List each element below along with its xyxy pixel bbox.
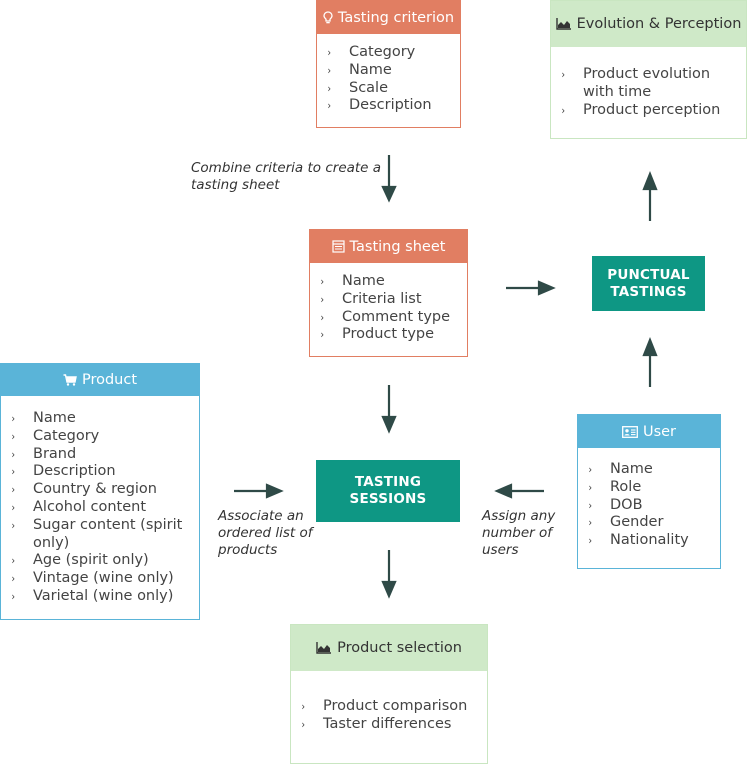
product-selection-header: Product selection	[291, 625, 487, 671]
user-header: User	[578, 415, 720, 448]
list-item: Name	[320, 273, 467, 291]
list-item: Product evolution with time	[561, 66, 738, 102]
evolution-perception-header: Evolution & Perception	[551, 1, 746, 47]
list-item: Taster differences	[301, 716, 487, 734]
user-list: Name Role DOB Gender Nationality	[578, 448, 720, 550]
tasting-sheet-list: Name Criteria list Comment type Product …	[310, 263, 467, 344]
list-item: Brand	[11, 446, 193, 464]
tasting-sheet-box: Tasting sheet Name Criteria list Comment…	[309, 229, 468, 357]
list-item: Vintage (wine only)	[11, 570, 193, 588]
tasting-criterion-header: Tasting criterion	[317, 1, 460, 34]
list-item: Name	[588, 461, 720, 479]
area-chart-icon	[316, 642, 332, 654]
tasting-sessions-node: TASTING SESSIONS	[316, 460, 460, 522]
product-title: Product	[81, 372, 138, 388]
list-item: Name	[327, 62, 460, 80]
tasting-criterion-box: Tasting criterion Category Name Scale De…	[316, 0, 461, 128]
evolution-perception-title: Evolution & Perception	[576, 16, 742, 32]
list-item: Product perception	[561, 102, 738, 120]
tasting-criterion-list: Category Name Scale Description	[317, 34, 460, 115]
user-box: User Name Role DOB Gender Nationality	[577, 414, 721, 569]
list-item: Sugar content (spirit only)	[11, 517, 193, 553]
list-item: DOB	[588, 497, 720, 515]
list-item: Nationality	[588, 532, 720, 550]
associate-products-note: Associate an ordered list of products	[218, 508, 313, 558]
list-item: Product type	[320, 326, 467, 344]
list-item: Category	[327, 44, 460, 62]
evolution-perception-list: Product evolution with time Product perc…	[551, 47, 746, 119]
sheet-icon	[331, 240, 345, 253]
punctual-tastings-node: PUNCTUAL TASTINGS	[592, 256, 705, 311]
list-item: Scale	[327, 80, 460, 98]
list-item: Age (spirit only)	[11, 552, 193, 570]
list-item: Role	[588, 479, 720, 497]
tasting-sheet-header: Tasting sheet	[310, 230, 467, 263]
product-header: Product	[1, 364, 199, 396]
evolution-perception-box: Evolution & Perception Product evolution…	[550, 0, 747, 139]
list-item: Description	[327, 97, 460, 115]
tasting-sheet-title: Tasting sheet	[349, 238, 446, 255]
id-card-icon	[622, 425, 638, 438]
list-item: Comment type	[320, 309, 467, 327]
list-item: Criteria list	[320, 291, 467, 309]
list-item: Name	[11, 410, 193, 428]
area-chart-icon	[555, 18, 572, 30]
list-item: Country & region	[11, 481, 193, 499]
list-item: Description	[11, 463, 193, 481]
list-item: Product comparison	[301, 698, 487, 716]
product-list: Name Category Brand Description Country …	[1, 396, 199, 606]
user-title: User	[642, 423, 677, 440]
list-item: Alcohol content	[11, 499, 193, 517]
product-selection-box: Product selection Product comparison Tas…	[290, 624, 488, 764]
lightbulb-icon	[323, 11, 333, 24]
list-item: Category	[11, 428, 193, 446]
product-selection-title: Product selection	[337, 640, 462, 656]
list-item: Gender	[588, 514, 720, 532]
cart-icon	[63, 374, 77, 386]
list-item: Varietal (wine only)	[11, 588, 193, 606]
tasting-criterion-title: Tasting criterion	[337, 9, 455, 26]
combine-criteria-note: Combine criteria to create a tasting she…	[191, 160, 382, 193]
product-box: Product Name Category Brand Description …	[0, 363, 200, 620]
product-selection-list: Product comparison Taster differences	[291, 671, 487, 734]
assign-users-note: Assign any number of users	[482, 508, 556, 558]
